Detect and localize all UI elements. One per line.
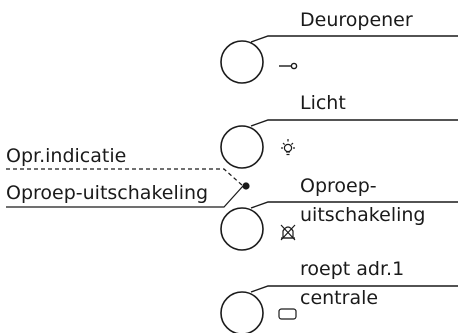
bell-off-icon: [280, 224, 296, 241]
call-disable-indicator-label: Oproep-uitschakeling: [6, 182, 209, 204]
call-disable-leader-line: [6, 185, 244, 208]
call-central-button[interactable]: [220, 291, 264, 333]
call-disable-label-line1: Oproep-: [300, 175, 377, 197]
key-icon: [279, 62, 298, 70]
door-opener-button[interactable]: [220, 40, 264, 84]
light-bulb-icon: [281, 139, 295, 156]
call-central-label-line1: roept adr.1: [300, 258, 405, 280]
call-disable-button-leader-line: [250, 201, 458, 209]
light-label: Licht: [300, 92, 346, 114]
indicator-led: [242, 182, 250, 190]
call-disable-label-line2: uitschakeling: [300, 204, 426, 226]
call-disable-button[interactable]: [220, 207, 264, 251]
door-opener-leader-line: [250, 35, 458, 43]
call-central-leader-line: [250, 285, 458, 293]
call-central-label-line2: centrale: [300, 287, 379, 309]
rectangle-icon: [278, 308, 297, 320]
door-opener-label: Deuropener: [300, 9, 413, 31]
call-indication-label: Opr.indicatie: [6, 145, 127, 167]
light-leader-line: [250, 119, 458, 127]
indicator-leader-dashed: [6, 168, 244, 187]
light-button[interactable]: [220, 125, 264, 169]
